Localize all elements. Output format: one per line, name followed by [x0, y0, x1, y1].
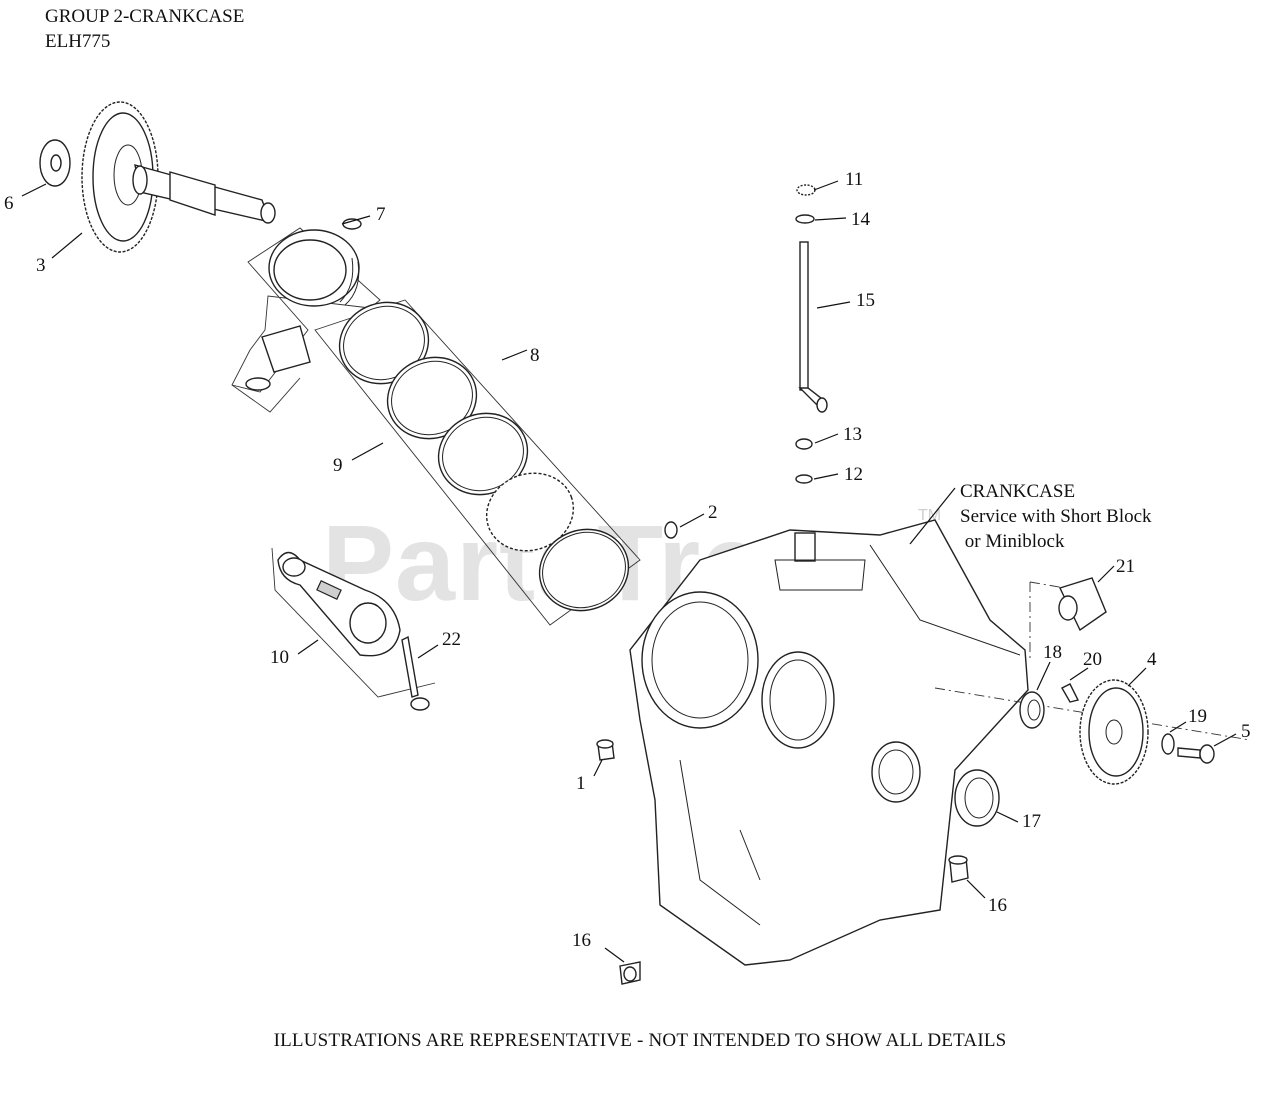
crankcase-note-miniblock: or Miniblock	[960, 531, 1065, 552]
part-camshaft-gear-3[interactable]	[81, 101, 276, 253]
callout-21[interactable]: 21	[1116, 556, 1135, 577]
crankcase-note-title: CRANKCASE	[960, 481, 1075, 502]
part-oil-seal-17[interactable]	[954, 769, 1000, 827]
part-piston-ring-third[interactable]	[427, 401, 539, 507]
model-number: ELH775	[45, 31, 111, 52]
callout-13[interactable]: 13	[843, 424, 862, 445]
callout-leader-lines	[21, 180, 1237, 963]
callout-10[interactable]: 10	[270, 647, 289, 668]
part-bushing-1[interactable]	[596, 739, 615, 761]
callout-1[interactable]: 1	[576, 773, 586, 794]
part-piston[interactable]	[245, 229, 360, 391]
connecting-rod-group	[271, 547, 436, 698]
callout-14[interactable]: 14	[851, 209, 871, 230]
assembly-centerline	[934, 687, 1251, 741]
callout-5[interactable]: 5	[1241, 721, 1251, 742]
callout-20[interactable]: 20	[1083, 649, 1102, 670]
part-o-ring-12[interactable]	[795, 474, 813, 484]
part-bolt-5[interactable]	[1177, 744, 1215, 764]
callout-7[interactable]: 7	[376, 204, 386, 225]
part-seal-11[interactable]	[796, 184, 816, 196]
disclaimer-footer: ILLUSTRATIONS ARE REPRESENTATIVE - NOT I…	[273, 1030, 1007, 1051]
callout-3[interactable]: 3	[36, 255, 46, 276]
part-washer-19[interactable]	[1161, 733, 1175, 755]
callout-22[interactable]: 22	[442, 629, 461, 650]
part-governor-arm-21[interactable]	[1058, 577, 1107, 632]
callout-6[interactable]: 6	[4, 193, 14, 214]
governor-centerline	[1029, 581, 1066, 662]
callout-18[interactable]: 18	[1043, 642, 1062, 663]
part-piston-ring-second[interactable]	[376, 345, 488, 451]
part-governor-gear-4[interactable]	[1079, 679, 1149, 785]
callout-19[interactable]: 19	[1188, 706, 1207, 727]
part-washer-6[interactable]	[39, 139, 71, 187]
part-o-ring-13[interactable]	[795, 438, 813, 450]
part-seal-18[interactable]	[1019, 691, 1045, 729]
part-connecting-rod-bolt-22[interactable]	[401, 635, 430, 711]
callout-11[interactable]: 11	[845, 169, 863, 190]
callout-16-bottom[interactable]: 16	[572, 930, 591, 951]
part-crankcase[interactable]	[629, 519, 1029, 966]
part-tube-15[interactable]	[798, 241, 828, 413]
callout-8[interactable]: 8	[530, 345, 540, 366]
part-key-20[interactable]	[1061, 683, 1080, 703]
group-title: GROUP 2-CRANKCASE	[45, 6, 245, 27]
part-dowel-16-right[interactable]	[948, 855, 969, 883]
part-plug-2[interactable]	[664, 521, 678, 539]
callout-4[interactable]: 4	[1147, 649, 1157, 670]
part-connecting-rod-10[interactable]	[277, 551, 401, 657]
callout-9[interactable]: 9	[333, 455, 343, 476]
part-washer-14[interactable]	[795, 214, 815, 224]
crankcase-note-service: Service with Short Block	[960, 506, 1152, 527]
part-dowel-16-bottom[interactable]	[619, 961, 641, 985]
callout-16-right[interactable]: 16	[988, 895, 1007, 916]
callout-15[interactable]: 15	[856, 290, 875, 311]
callout-2[interactable]: 2	[708, 502, 718, 523]
part-oil-ring-rail[interactable]	[528, 517, 640, 623]
callout-17[interactable]: 17	[1022, 811, 1041, 832]
callout-12[interactable]: 12	[844, 464, 863, 485]
part-oil-ring-expander[interactable]	[476, 461, 585, 563]
part-piston-pin-retainer-7[interactable]	[342, 218, 362, 230]
